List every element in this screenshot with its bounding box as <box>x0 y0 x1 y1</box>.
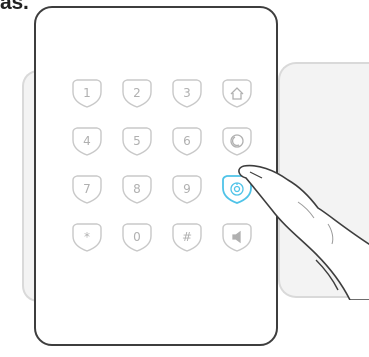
keypad-key-label: * <box>84 231 90 243</box>
keypad-key-2[interactable]: 2 <box>120 78 154 108</box>
keypad-key-6[interactable]: 6 <box>170 126 204 156</box>
keypad-key-label: 2 <box>133 87 141 99</box>
keypad-key-3[interactable]: 3 <box>170 78 204 108</box>
keypad-key-8[interactable]: 8 <box>120 174 154 204</box>
keypad-key-label: 8 <box>133 183 141 195</box>
keypad-key-hash[interactable]: # <box>170 222 204 252</box>
keypad-key-label: 3 <box>183 87 191 99</box>
pointing-hand-icon <box>232 150 369 300</box>
keypad-key-label: 0 <box>133 231 141 243</box>
keypad-key-label: 1 <box>83 87 91 99</box>
keypad-key-4[interactable]: 4 <box>70 126 104 156</box>
keypad-key-label: 6 <box>183 135 191 147</box>
keypad-key-star[interactable]: * <box>70 222 104 252</box>
keypad-key-0[interactable]: 0 <box>120 222 154 252</box>
keypad-key-label: 9 <box>183 183 191 195</box>
keypad-key-label: 5 <box>133 135 141 147</box>
keypad-key-label: 4 <box>83 135 91 147</box>
caption-text: as. <box>0 0 29 15</box>
keypad-key-7[interactable]: 7 <box>70 174 104 204</box>
keypad-key-home[interactable] <box>220 78 254 108</box>
keypad-key-label: # <box>182 231 192 243</box>
keypad-key-1[interactable]: 1 <box>70 78 104 108</box>
keypad-key-9[interactable]: 9 <box>170 174 204 204</box>
keypad-key-5[interactable]: 5 <box>120 126 154 156</box>
keypad-key-label: 7 <box>83 183 91 195</box>
